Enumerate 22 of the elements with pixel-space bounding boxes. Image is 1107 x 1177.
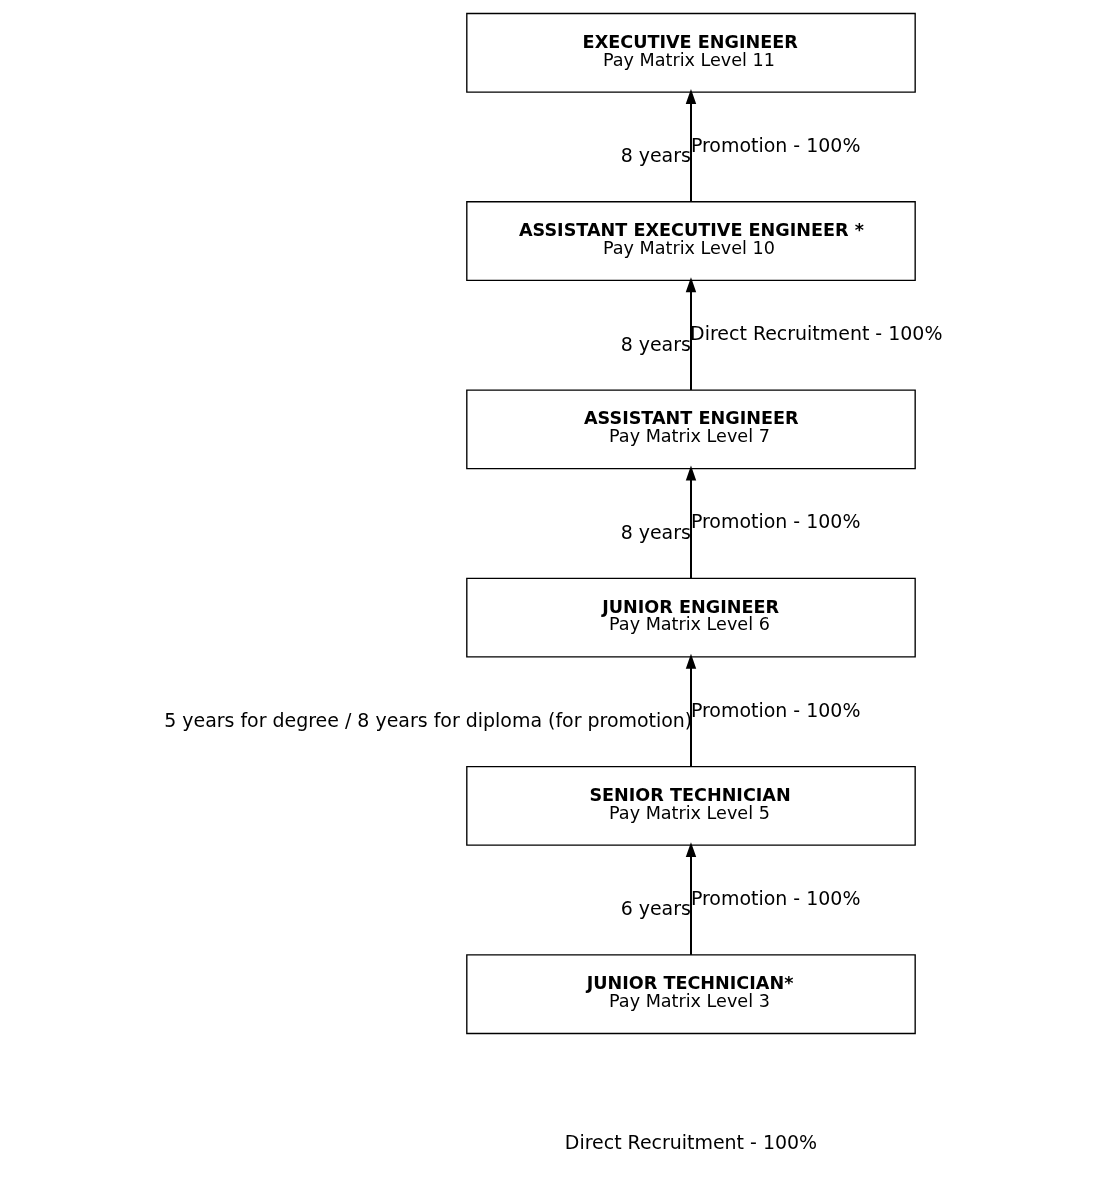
edge-label: Direct Recruitment - 100% <box>690 322 943 345</box>
label: 5 years for degree / 8 years for diploma (for promotion) <box>164 709 693 732</box>
edge-label: Promotion - 100% <box>690 698 861 721</box>
arrow <box>685 465 697 579</box>
node-box: SENIOR TECHNICIAN Pay Matrix Level 5 <box>466 765 916 846</box>
node-box: JUNIOR TECHNICIAN* Pay Matrix Level 3 <box>466 954 916 1035</box>
arrow <box>685 653 697 767</box>
label: 8 years <box>620 144 691 167</box>
arrow <box>685 277 697 390</box>
arrow <box>685 89 697 202</box>
label: 6 years <box>620 897 691 920</box>
label: 8 years <box>620 520 691 543</box>
node-box: EXECUTIVE ENGINEER Pay Matrix Level 11 <box>466 12 916 93</box>
arrow <box>685 842 697 955</box>
edge-label: Promotion - 100% <box>690 510 861 533</box>
node-box: ASSISTANT ENGINEER Pay Matrix Level 7 <box>466 389 916 470</box>
edge-label: Promotion - 100% <box>690 133 861 156</box>
node-box: JUNIOR ENGINEER Pay Matrix Level 6 <box>466 577 916 658</box>
label: Direct Recruitment - 100% <box>564 1130 818 1153</box>
label: 8 years <box>620 332 691 355</box>
node-box: ASSISTANT EXECUTIVE ENGINEER * Pay Matrix Level 10 <box>466 201 916 281</box>
edge-label: Promotion - 100% <box>690 887 861 910</box>
